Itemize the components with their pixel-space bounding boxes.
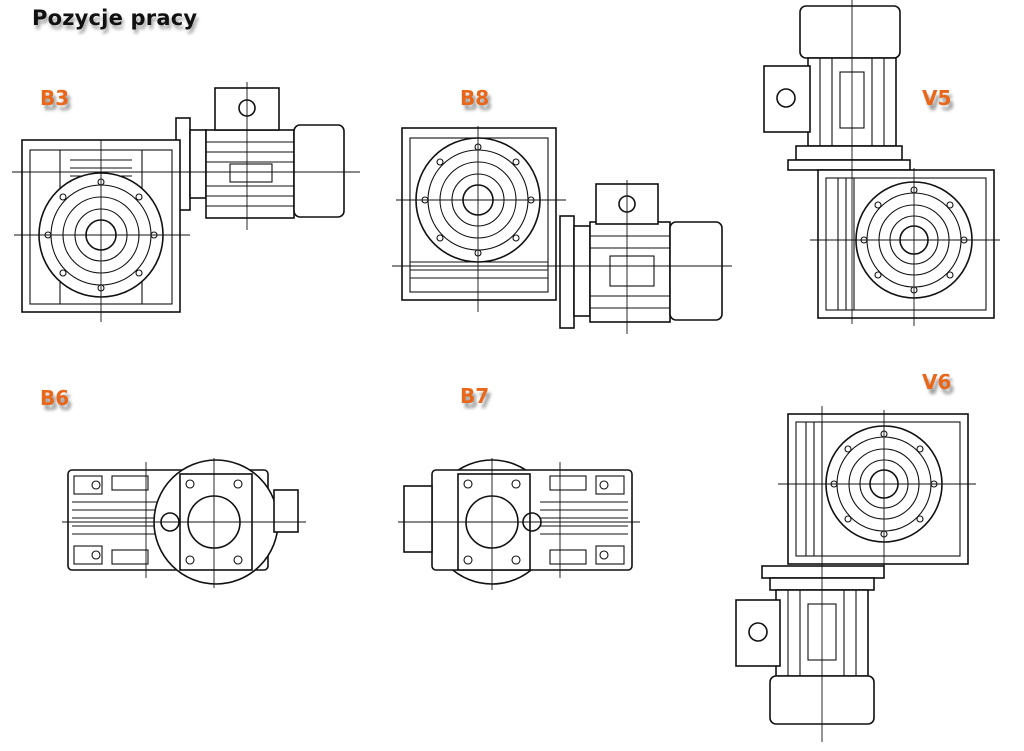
motor-b8 [559,183,723,329]
gearbox-b8 [392,126,732,334]
motor-v5 [763,5,911,171]
gearbox-b3 [12,82,360,322]
position-label-b7: B7 [460,384,490,408]
gearbox-b6 [62,458,306,588]
position-label-b6: B6 [40,386,70,410]
position-label-b3: B3 [40,86,70,110]
page-title: Pozycje pracy [32,6,198,30]
gearbox-v5 [763,0,1000,326]
position-label-b8: B8 [460,86,490,110]
position-label-v5: V5 [922,86,952,110]
position-label-v6: V6 [922,370,952,394]
motor-v6 [735,565,885,725]
gearbox-v6 [735,406,976,742]
gearbox-b7 [398,458,640,590]
motor-b3 [175,87,345,219]
